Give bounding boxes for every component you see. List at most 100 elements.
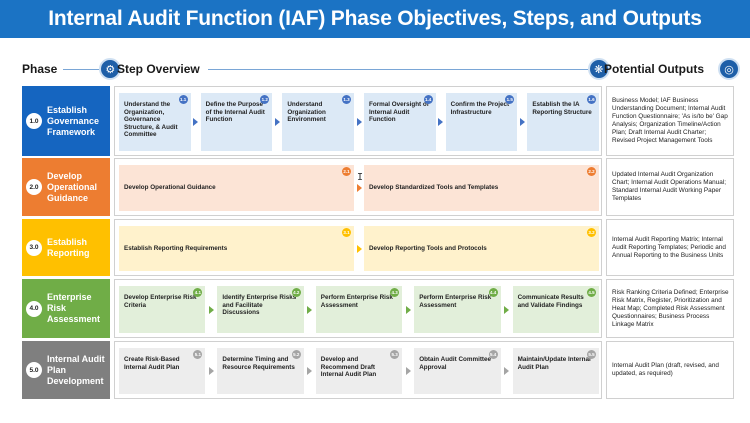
outputs-text: Risk Ranking Criteria Defined; Enterpris…: [612, 288, 729, 328]
step-number-badge: 2.1: [342, 167, 351, 176]
steps-panel-1: Understand the Organization, Governance …: [114, 86, 602, 156]
step-number-badge: 4.4: [488, 288, 498, 297]
steps-panel-5: Create Risk-Based Internal Audit Plan 5.1…: [114, 341, 602, 399]
page-title: Internal Audit Function (IAF) Phase Obje…: [0, 0, 750, 38]
step-number-badge: 4.1: [193, 288, 203, 297]
outputs-text: Updated Internal Audit Organization Char…: [612, 171, 727, 202]
arrow-right-icon: [274, 118, 280, 126]
gear-icon: ⚙: [99, 58, 122, 80]
steps-header: Step Overview ❋: [117, 57, 610, 81]
phase-row-3: 3.0 Establish Reporting Establish Reportin…: [22, 219, 734, 276]
phase-number-badge: 1.0: [26, 113, 42, 129]
step-label: Develop Standardized Tools and Templates: [369, 184, 499, 192]
outputs-panel-2: Updated Internal Audit Organization Char…: [606, 158, 734, 216]
step-label: Identify Enterprise Risks and Facilitate…: [222, 294, 297, 317]
step-label: Confirm the Project Infrastructure: [450, 101, 510, 116]
phase-header: Phase ⚙: [22, 57, 122, 81]
step-number-badge: 5.4: [488, 350, 498, 359]
step-label: Develop Operational Guidance: [124, 184, 216, 192]
phase-name: Establish Governance Framework: [47, 104, 100, 137]
step-box: Develop and Recommend Draft Internal Aud…: [315, 348, 403, 394]
outputs-header: Potential Outputs ◎: [604, 57, 740, 81]
phase-number-badge: 4.0: [26, 300, 42, 317]
phase-header-label: Phase: [22, 62, 58, 76]
arrow-right-icon: [208, 367, 214, 375]
step-label: Communicate Results and Validate Finding…: [517, 294, 584, 309]
phase-block-3: 3.0 Establish Reporting: [22, 219, 110, 276]
step-label: Understand Organization Environment: [287, 101, 326, 124]
step-number-badge: 4.2: [291, 288, 301, 297]
phase-number-badge: 3.0: [26, 239, 42, 256]
step-number-badge: 1.4: [423, 95, 433, 104]
step-number-badge: 2.2: [587, 167, 596, 176]
step-label: Create Risk-Based Internal Audit Plan: [124, 356, 180, 371]
arrow-right-icon: [504, 305, 510, 314]
step-box: Identify Enterprise Risks and Facilitate…: [217, 286, 304, 333]
step-box: Communicate Results and Validate Finding…: [512, 286, 599, 333]
step-number-badge: 3.1: [342, 228, 351, 237]
phase-name: Internal Audit Plan Development: [47, 353, 105, 386]
step-label: Establish the IA Reporting Structure: [532, 101, 592, 116]
step-number-badge: 3.2: [587, 228, 596, 237]
step-number-badge: 4.3: [390, 288, 400, 297]
outputs-panel-1: Business Model; IAF Business Understandi…: [606, 86, 734, 156]
step-label: Perform Enterprise Risk Assessment: [320, 294, 393, 309]
step-number-badge: 1.5: [505, 95, 515, 104]
step-box: Establish Reporting Requirements 3.1: [119, 226, 354, 271]
arrow-right-icon: [193, 118, 199, 126]
steps-header-line: [207, 68, 588, 70]
step-label: Maintain/Update Internal Audit Plan: [517, 356, 591, 371]
arrow-right-icon: [307, 305, 313, 314]
step-box: Determine Timing and Resource Requiremen…: [217, 348, 304, 394]
arrow-right-icon: [356, 118, 362, 126]
arrow-right-icon: [519, 118, 525, 126]
phase-block-4: 4.0 Enterprise Risk Assessment: [22, 279, 110, 338]
step-label: Develop Enterprise Risk Criteria: [124, 294, 197, 309]
arrow-right-icon: [438, 118, 444, 126]
step-number-badge: 1.2: [260, 95, 270, 104]
step-label: Develop and Recommend Draft Internal Aud…: [320, 356, 377, 379]
arrow-right-icon: [405, 367, 411, 375]
phase-row-1: 1.0 Establish Governance Framework Underst…: [22, 86, 734, 156]
step-box: Develop Reporting Tools and Protocols 3.2: [364, 226, 599, 271]
step-box: Develop Operational Guidance 2.1: [119, 165, 354, 211]
target-icon: ◎: [718, 58, 740, 80]
outputs-text: Internal Audit Reporting Matrix; Interna…: [612, 235, 726, 259]
step-number-badge: 4.5: [586, 288, 596, 297]
step-number-badge: 5.2: [291, 350, 301, 359]
arrow-right-icon: [356, 184, 362, 192]
phase-block-1: 1.0 Establish Governance Framework: [22, 86, 110, 156]
phase-header-line: [63, 68, 100, 70]
text-cursor-icon: I: [357, 172, 364, 183]
step-label: Establish Reporting Requirements: [124, 244, 228, 252]
step-label: Understand the Organization, Governance …: [124, 101, 178, 139]
arrow-right-icon: [208, 305, 214, 314]
step-number-badge: 1.6: [586, 95, 596, 104]
phase-row-4: 4.0 Enterprise Risk Assessment Develop Ent…: [22, 279, 734, 338]
phase-name: Establish Reporting: [47, 236, 90, 258]
phase-name: Enterprise Risk Assessment: [47, 292, 101, 324]
step-box: Define the Purpose of the Internal Audit…: [200, 93, 273, 151]
step-label: Formal Oversight of Internal Audit Funct…: [369, 101, 429, 124]
step-number-badge: 5.1: [193, 350, 203, 359]
step-label: Develop Reporting Tools and Protocols: [369, 244, 487, 252]
step-box: Formal Oversight of Internal Audit Funct…: [364, 93, 436, 151]
outputs-panel-3: Internal Audit Reporting Matrix; Interna…: [606, 219, 734, 276]
step-number-badge: 5.5: [586, 350, 596, 359]
steps-header-label: Step Overview: [117, 62, 200, 76]
step-number-badge: 1.1: [178, 95, 188, 104]
arrow-right-icon: [405, 305, 411, 314]
arrow-right-icon: [356, 244, 362, 253]
